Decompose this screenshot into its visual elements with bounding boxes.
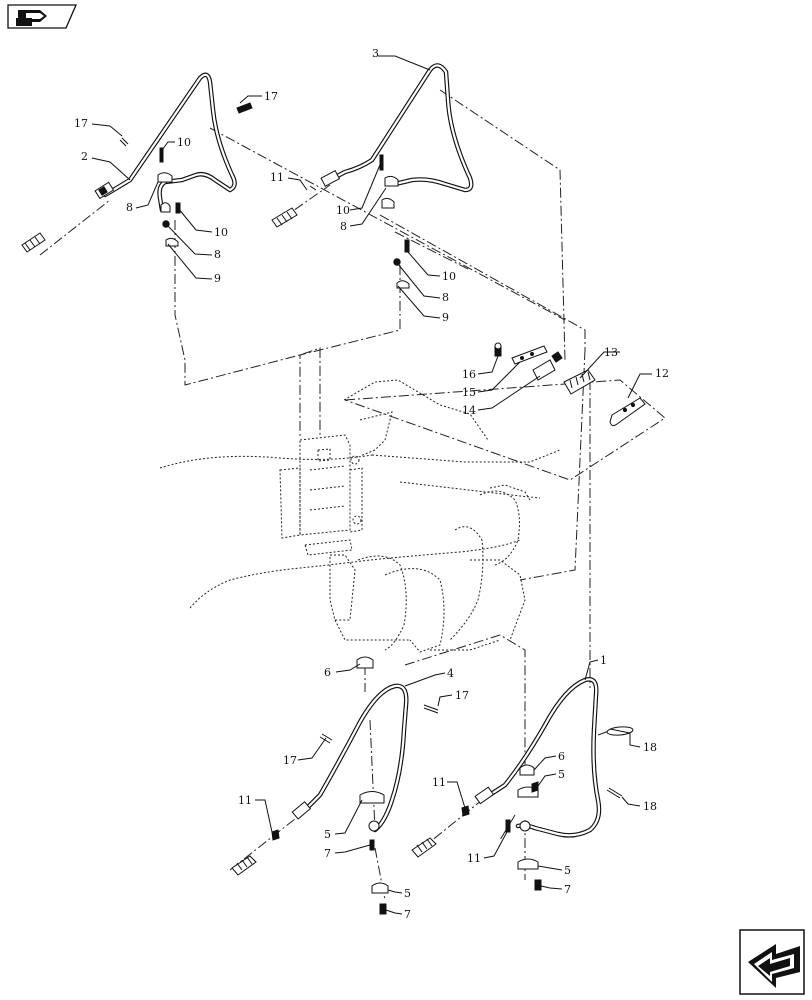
callout-13: 13 xyxy=(604,346,618,359)
callout-14: 14 xyxy=(462,404,476,417)
callout-2: 2 xyxy=(81,150,88,163)
callout-6-b: 6 xyxy=(558,750,565,763)
fitting-11-bottom-right xyxy=(411,805,511,858)
callout-8-b: 8 xyxy=(340,220,347,233)
callout-10-d: 10 xyxy=(442,270,456,283)
callout-1: 1 xyxy=(600,654,607,667)
callout-8-c: 8 xyxy=(214,248,221,261)
clamp-parts-bottom-right xyxy=(517,726,634,891)
callout-16: 16 xyxy=(462,368,476,381)
clamp-parts-top-middle xyxy=(309,154,410,289)
hose-3 xyxy=(320,63,474,193)
callout-7-a: 7 xyxy=(324,847,331,860)
callout-10-a: 10 xyxy=(177,136,191,149)
connection-lines xyxy=(39,89,666,901)
clamp-parts-bottom-left xyxy=(319,656,439,915)
callout-10-c: 10 xyxy=(214,226,228,239)
callout-8-a: 8 xyxy=(126,201,133,214)
machine-phantom-outline xyxy=(159,379,561,653)
book-arrow-icon[interactable] xyxy=(7,4,77,29)
fitting-11-bottom-left xyxy=(231,829,280,876)
hose-4 xyxy=(291,683,409,833)
callout-9-b: 9 xyxy=(442,311,449,324)
callout-7-b: 7 xyxy=(564,883,571,896)
fitting-11-top-left xyxy=(21,232,46,253)
callout-5-d: 5 xyxy=(404,887,411,900)
callout-6-a: 6 xyxy=(324,666,331,679)
callout-17-top-left: 17 xyxy=(74,117,88,130)
hose-1 xyxy=(474,677,602,838)
callout-5-c: 5 xyxy=(564,864,571,877)
callout-11-c: 11 xyxy=(238,794,252,807)
callout-11-b: 11 xyxy=(432,776,446,789)
bracket-parts xyxy=(494,342,646,427)
callout-3: 3 xyxy=(372,47,379,60)
callout-18-b: 18 xyxy=(643,800,657,813)
callout-5-a: 5 xyxy=(558,768,565,781)
callout-7-c: 7 xyxy=(404,908,411,921)
callout-5-b: 5 xyxy=(324,828,331,841)
callout-11-a: 11 xyxy=(270,171,284,184)
callout-4: 4 xyxy=(447,667,454,680)
callout-17-bottom-left: 17 xyxy=(283,754,297,767)
callout-17-top-right: 17 xyxy=(264,90,278,103)
clamp-parts-top-left xyxy=(119,102,253,247)
callout-12: 12 xyxy=(655,367,669,380)
leader-lines xyxy=(91,55,652,915)
callout-11-d: 11 xyxy=(467,852,481,865)
next-page-arrow-icon[interactable] xyxy=(739,929,805,995)
callout-9-a: 9 xyxy=(214,272,221,285)
callout-15: 15 xyxy=(462,386,476,399)
callout-8-d: 8 xyxy=(442,291,449,304)
callout-17-bottom-right: 17 xyxy=(455,689,469,702)
callout-18-a: 18 xyxy=(643,741,657,754)
hose-2 xyxy=(94,72,237,213)
callout-10-b: 10 xyxy=(336,204,350,217)
callout-labels: 3 17 17 10 2 11 8 10 8 10 8 10 9 8 9 13 … xyxy=(74,47,669,921)
fitting-11-top-middle xyxy=(271,207,298,228)
